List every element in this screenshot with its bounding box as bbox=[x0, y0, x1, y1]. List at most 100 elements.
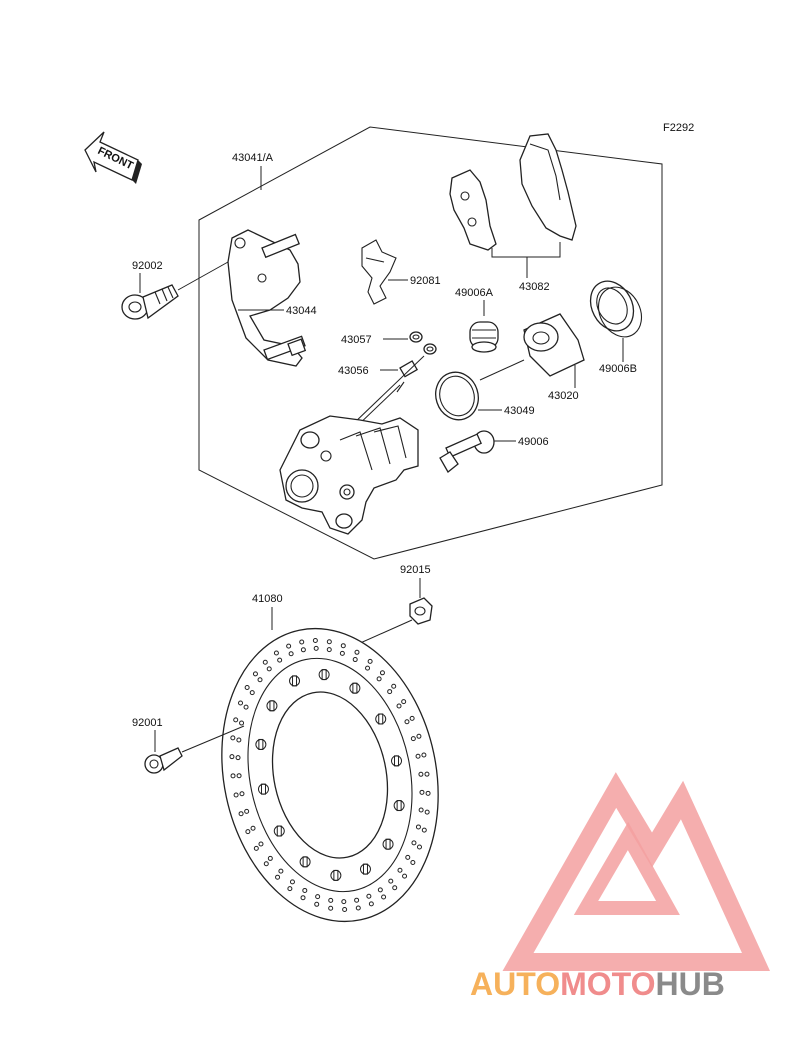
disc-hole bbox=[328, 905, 334, 911]
label-49006: 49006 bbox=[518, 436, 549, 448]
disc-hole bbox=[410, 859, 416, 865]
disc-hole bbox=[367, 658, 373, 664]
disc-hole bbox=[411, 840, 417, 846]
disc-hole bbox=[252, 671, 258, 677]
disc-hole bbox=[236, 737, 242, 743]
disc-hole bbox=[269, 700, 275, 712]
disc-hole bbox=[392, 885, 398, 891]
disc-hole bbox=[418, 771, 424, 777]
disc-hole bbox=[299, 639, 305, 645]
disc-hole bbox=[416, 844, 422, 850]
washer-43057-icon bbox=[409, 331, 437, 355]
brake-disc-41080-icon bbox=[221, 627, 439, 923]
disc-hole bbox=[275, 874, 281, 880]
disc-hole bbox=[262, 659, 268, 665]
disc-hole bbox=[421, 752, 427, 758]
disc-hole bbox=[326, 639, 332, 645]
disc-hole bbox=[313, 645, 319, 651]
disc-hole bbox=[326, 647, 332, 653]
disc-hole bbox=[376, 676, 382, 682]
disc-hole bbox=[366, 893, 372, 899]
disc-hole bbox=[253, 845, 259, 851]
disc-hole bbox=[302, 887, 308, 893]
disc-hole bbox=[286, 643, 292, 649]
disc-hole bbox=[362, 863, 368, 875]
disc-hole bbox=[229, 754, 235, 760]
disc-hole bbox=[424, 771, 430, 777]
disc-hole bbox=[244, 685, 250, 691]
disc-hole bbox=[402, 873, 408, 879]
brake-pad-43082-icon bbox=[449, 133, 577, 251]
disc-hole bbox=[352, 657, 358, 663]
disc-hole bbox=[419, 789, 425, 795]
disc-hole bbox=[321, 669, 327, 681]
logo-triangle-icon bbox=[502, 772, 771, 971]
disc-hole bbox=[377, 887, 383, 893]
disc-hole bbox=[425, 790, 431, 796]
disc-hole bbox=[258, 738, 264, 750]
disc-hole bbox=[230, 735, 236, 741]
disc-hole bbox=[410, 736, 416, 742]
disc-hole bbox=[354, 897, 360, 903]
disc-hole bbox=[388, 878, 394, 884]
label-43044: 43044 bbox=[286, 305, 317, 317]
disc-hole bbox=[342, 907, 348, 913]
disc-hole bbox=[250, 825, 256, 831]
disc-hole bbox=[267, 855, 273, 861]
bolt-92002-icon bbox=[121, 284, 179, 320]
disc-hole bbox=[341, 899, 347, 905]
disc-hole bbox=[328, 897, 334, 903]
disc-hole bbox=[365, 665, 371, 671]
caliper-assembly-frame bbox=[198, 126, 663, 560]
disc-hole bbox=[300, 647, 306, 653]
disc-hole bbox=[409, 715, 415, 721]
disc-hole bbox=[258, 841, 264, 847]
o-ring-43049-icon bbox=[435, 371, 479, 421]
disc-hole bbox=[235, 755, 241, 761]
disc-hole bbox=[245, 829, 251, 835]
disc-hole bbox=[288, 651, 294, 657]
bracket-43044-icon bbox=[227, 229, 307, 367]
figure-code: F2292 bbox=[663, 122, 694, 134]
disc-hole bbox=[233, 717, 239, 723]
label-43041a: 43041/A bbox=[232, 152, 274, 164]
disc-hole bbox=[355, 905, 361, 911]
logo-text-auto: AUTO bbox=[470, 966, 560, 1002]
automotohub-logo: AUTOMOTOHUB bbox=[470, 772, 771, 1002]
disc-hole bbox=[368, 901, 374, 907]
disc-hole bbox=[401, 699, 407, 705]
label-92002: 92002 bbox=[132, 260, 163, 272]
disc-hole bbox=[354, 649, 360, 655]
nut-92015-icon bbox=[409, 597, 433, 625]
svg-text:AUTOMOTOHUB: AUTOMOTOHUB bbox=[470, 966, 725, 1002]
disc-hole bbox=[312, 637, 318, 643]
disc-hole bbox=[396, 703, 402, 709]
label-92001: 92001 bbox=[132, 717, 163, 729]
disc-hole bbox=[314, 901, 320, 907]
disc-hole bbox=[340, 643, 346, 649]
seal-49006b-icon bbox=[589, 280, 643, 338]
disc-hole bbox=[277, 657, 283, 663]
disc-hole bbox=[379, 670, 385, 676]
disc-hole bbox=[397, 867, 403, 873]
disc-hole bbox=[352, 682, 358, 694]
disc-hole bbox=[249, 690, 255, 696]
disc-hole bbox=[339, 650, 345, 656]
label-43049: 43049 bbox=[504, 405, 535, 417]
disc-hole bbox=[415, 753, 421, 759]
disc-hole bbox=[239, 791, 245, 797]
bolt-92001-icon bbox=[144, 747, 183, 774]
disc-hole bbox=[260, 783, 266, 795]
disc-hole bbox=[263, 861, 269, 867]
disc-hole bbox=[244, 808, 250, 814]
disc-hole bbox=[233, 792, 239, 798]
disc-hole bbox=[385, 838, 391, 850]
disc-hole bbox=[405, 854, 411, 860]
disc-hole bbox=[239, 720, 245, 726]
disc-hole bbox=[266, 666, 272, 672]
disc-hole bbox=[289, 879, 295, 885]
disc-hole bbox=[333, 869, 339, 881]
spring-92081-icon bbox=[361, 239, 397, 305]
disc-hole bbox=[300, 895, 306, 901]
